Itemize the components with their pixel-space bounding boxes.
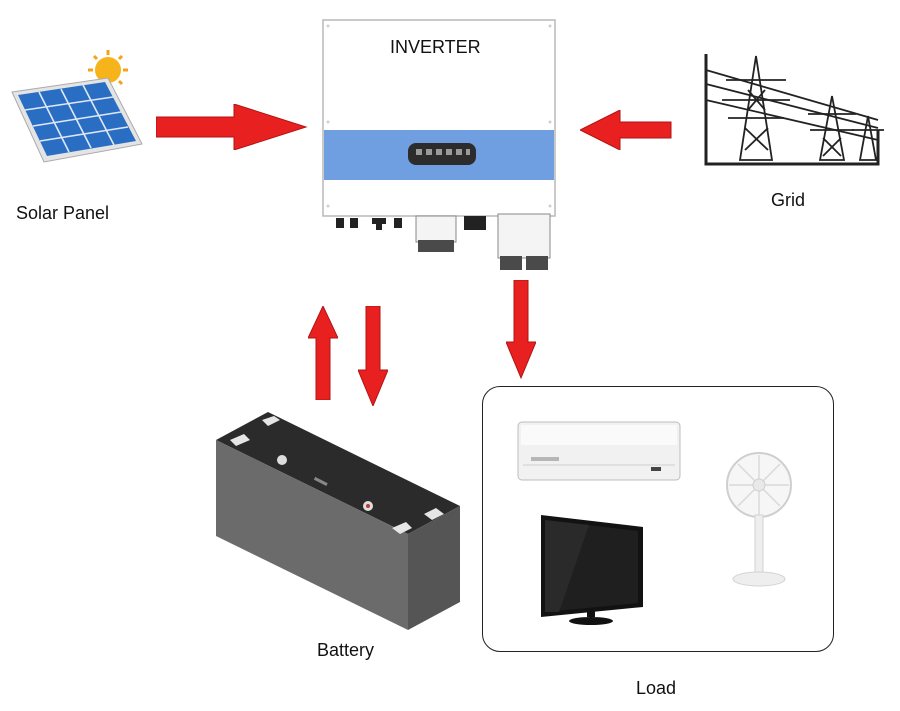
load-label: Load: [636, 678, 677, 698]
arrow-battery-to-inverter: [308, 306, 338, 400]
solar-panel-label: Solar Panel: [16, 203, 110, 223]
inverter-title: INVERTER: [390, 32, 490, 62]
power-tower-icon: [700, 50, 890, 172]
arrow-inverter-to-battery: [358, 306, 388, 406]
tv-icon: [539, 513, 645, 629]
fan-icon: [721, 451, 801, 591]
solar-panel-icon: [8, 48, 148, 170]
arrow-grid-to-inverter: [580, 110, 672, 150]
sun-icon: [88, 50, 128, 90]
inverter-unit: INVERTER: [320, 18, 560, 280]
arrow-solar-to-inverter: [156, 104, 308, 150]
battery-label: Battery: [317, 640, 375, 660]
load-box: [482, 386, 834, 652]
air-conditioner-icon: [517, 421, 681, 483]
arrow-inverter-to-load: [506, 280, 536, 380]
battery-icon: [210, 410, 472, 632]
grid-label: Grid: [771, 190, 806, 210]
